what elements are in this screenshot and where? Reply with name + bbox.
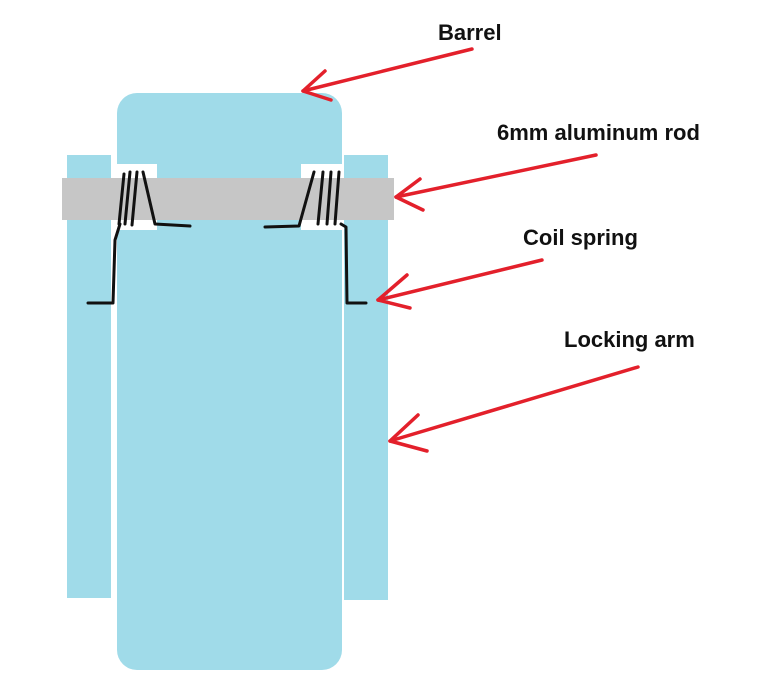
coil-spring-left [86, 170, 192, 305]
arrow-arm [388, 365, 640, 453]
aluminum-rod [62, 178, 394, 220]
locking-arm-left [67, 155, 111, 598]
label-rod: 6mm aluminum rod [497, 120, 700, 145]
arrows [301, 47, 640, 453]
label-barrel: Barrel [438, 20, 502, 45]
arrow-rod [394, 153, 598, 212]
arrow-spring [376, 258, 544, 310]
coil-spring-right [263, 170, 368, 305]
arrow-barrel [301, 47, 474, 102]
barrel [117, 93, 342, 670]
locking-arm-right [344, 155, 388, 600]
label-spring: Coil spring [523, 225, 638, 250]
label-arm: Locking arm [564, 327, 695, 352]
